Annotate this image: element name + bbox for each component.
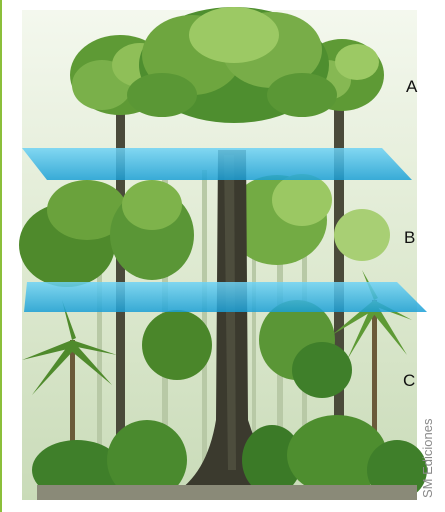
image-credit: SM Ediciones xyxy=(420,419,435,498)
layer-boundary-upper xyxy=(22,148,412,180)
layer-label-a: A xyxy=(406,77,417,97)
layer-label-b: B xyxy=(404,228,415,248)
layer-label-c: C xyxy=(403,371,415,391)
layer-boundary-lower xyxy=(24,282,427,312)
